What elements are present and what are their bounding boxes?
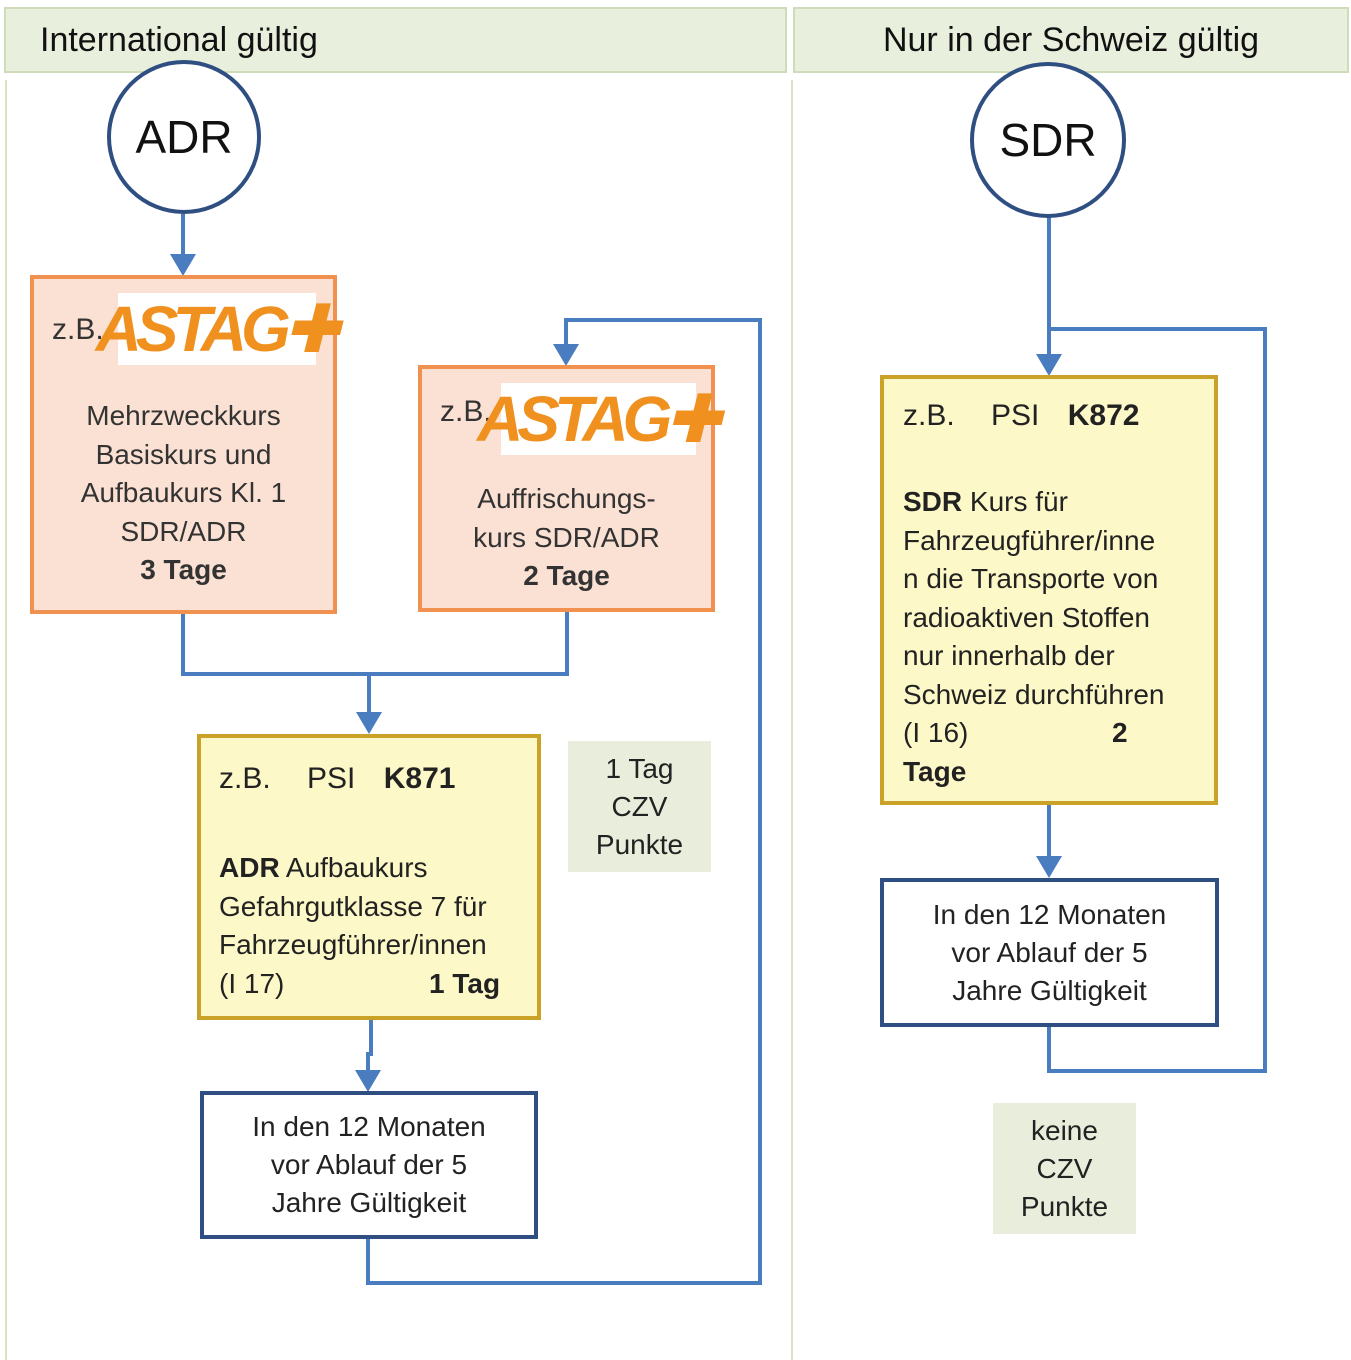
k872-line: Schweiz durchführen: [903, 678, 1165, 710]
k871-bold-lead: ADR: [219, 852, 280, 883]
czv-line: keine: [1031, 1114, 1098, 1146]
czv-line: Punkte: [595, 828, 684, 860]
k872-line: Fahrzeugführer/inne: [903, 524, 1156, 556]
loop-renew-to-refresher: [366, 318, 762, 1285]
k871-duration: 1 Tag: [429, 967, 501, 999]
sdr-circle: SDR: [970, 62, 1126, 218]
box1-line: SDR/ADR: [120, 515, 247, 547]
box1-line: Basiskurs und: [95, 438, 272, 470]
header-international: International gültig: [4, 7, 787, 73]
box2-duration: 2 Tage: [523, 560, 610, 591]
header-switzerland-label: Nur in der Schweiz gültig: [882, 20, 1260, 59]
k872-org: PSI: [991, 399, 1040, 432]
column-divider: [791, 80, 793, 1360]
k872-bold-lead: SDR: [903, 486, 963, 517]
course-box-refresher: z.B. ASTAG✚ Auffrischungs- kurs SDR/ADR …: [418, 365, 720, 612]
box2-prefix: z.B.: [440, 395, 492, 428]
k872-ref: (I 16): [903, 717, 969, 748]
renew-line: Jahre Gültigkeit: [952, 974, 1147, 1006]
renewal-box-adr: In den 12 Monaten vor Ablauf der 5 Jahre…: [200, 1091, 538, 1239]
czv-line: 1 Tag: [605, 752, 674, 784]
k871-line: Gefahrgutklasse 7 für: [219, 890, 487, 922]
adr-circle: ADR: [107, 60, 261, 214]
czv-line: Punkte: [1020, 1190, 1109, 1222]
box1-duration: 3 Tage: [140, 554, 227, 585]
czv-line: CZV: [1036, 1152, 1093, 1184]
k871-line: Aufbaukurs: [285, 852, 428, 883]
plus-icon: ✚: [284, 293, 339, 365]
k871-header: z.B. PSI K871: [219, 762, 455, 796]
astag-logo: ASTAG✚: [477, 383, 720, 455]
left-column-border: [5, 80, 7, 1360]
renew-line: vor Ablauf der 5: [270, 1149, 468, 1180]
k872-line: Kurs für: [969, 486, 1068, 517]
line-merge: [181, 611, 569, 676]
course-box-k871: z.B. PSI K871 ADR Aufbaukurs Gefahrgutkl…: [197, 734, 541, 1020]
k872-line: radioaktiven Stoffen: [903, 601, 1150, 633]
box2-line: kurs SDR/ADR: [473, 521, 660, 553]
astag-logo-text: ASTAG: [477, 383, 672, 455]
renewal-box-sdr: In den 12 Monaten vor Ablauf der 5 Jahre…: [880, 878, 1219, 1027]
box2-line: Auffrischungs-: [477, 483, 656, 514]
k872-prefix: z.B.: [903, 399, 955, 432]
box1-prefix: z.B.: [52, 313, 104, 346]
k871-prefix: z.B.: [219, 762, 271, 795]
renew-line: vor Ablauf der 5: [951, 936, 1148, 968]
czv-line: CZV: [611, 790, 668, 822]
course-box-k872: z.B. PSI K872 SDR Kurs für Fahrzeugführe…: [880, 375, 1218, 805]
k871-org: PSI: [307, 762, 356, 795]
k872-duration-num: 2: [1112, 717, 1128, 748]
adr-label: ADR: [135, 111, 233, 163]
k871-ref: (I 17): [219, 967, 285, 999]
box1-text: Mehrzweckkurs Basiskurs und Aufbaukurs K…: [34, 397, 333, 590]
k871-text: ADR Aufbaukurs Gefahrgutklasse 7 für Fah…: [219, 849, 539, 1003]
box1-line: Aufbaukurs Kl. 1: [80, 477, 287, 508]
k872-header: z.B. PSI K872: [903, 399, 1139, 433]
header-international-label: International gültig: [40, 20, 318, 59]
arrow-k871-to-renew: [366, 1019, 373, 1072]
box1-line: Mehrzweckkurs: [86, 400, 281, 431]
renew-line: In den 12 Monaten: [932, 898, 1167, 930]
k872-text: SDR Kurs für Fahrzeugführer/inne n die T…: [903, 483, 1218, 791]
astag-logo: ASTAG✚: [96, 293, 338, 365]
astag-logo-text: ASTAG: [95, 293, 291, 365]
sdr-label: SDR: [999, 114, 1097, 166]
k872-line: n die Transporte von: [903, 563, 1159, 594]
renew-line: Jahre Gültigkeit: [271, 1187, 467, 1218]
k871-code: K871: [383, 762, 456, 795]
k872-code: K872: [1067, 399, 1140, 432]
plus-icon: ✚: [666, 383, 720, 455]
k871-line: Fahrzeugführer/innen: [219, 929, 487, 960]
box2-text: Auffrischungs- kurs SDR/ADR 2 Tage: [422, 480, 711, 596]
k872-duration-unit: Tage: [903, 755, 967, 787]
loop-sdr-renew: [1047, 327, 1267, 1073]
k872-line: nur innerhalb der: [903, 640, 1115, 671]
czv-points-sdr: keine CZV Punkte: [993, 1103, 1136, 1234]
czv-points-adr: 1 Tag CZV Punkte: [568, 741, 711, 872]
course-box-multipurpose: z.B. ASTAG✚ Mehrzweckkurs Basiskurs und …: [30, 275, 338, 614]
renew-line: In den 12 Monaten: [252, 1111, 486, 1142]
